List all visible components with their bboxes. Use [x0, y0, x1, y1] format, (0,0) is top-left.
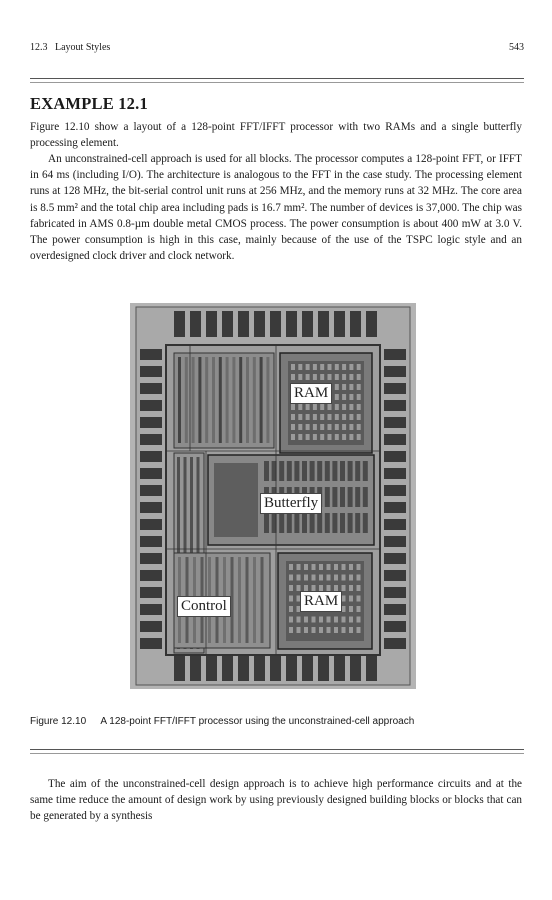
- bottom-rule-thin: [30, 753, 524, 754]
- example-heading: EXAMPLE 12.1: [30, 94, 148, 113]
- caption-text: A 128-point FFT/IFFT processor using the…: [100, 716, 415, 727]
- control-label: Control: [177, 596, 231, 617]
- chip-layout-figure: RAM Butterfly Control RAM: [130, 303, 416, 689]
- example-paragraph-1: Figure 12.10 show a layout of a 128-poin…: [30, 121, 522, 150]
- body-paragraph: The aim of the unconstrained-cell design…: [30, 778, 522, 823]
- example-paragraph-2: An unconstrained-cell approach is used f…: [30, 153, 522, 263]
- caption-number: Figure 12.10: [30, 716, 87, 727]
- running-head: 12.3 Layout Styles 543: [30, 42, 524, 53]
- section-title: 12.3 Layout Styles: [30, 42, 111, 53]
- ram-top-label: RAM: [290, 383, 333, 404]
- figure-caption: Figure 12.10 A 128-point FFT/IFFT proces…: [30, 716, 414, 727]
- page-number: 543: [509, 42, 524, 53]
- top-rule-thin: [30, 82, 524, 83]
- ram-bottom-label: RAM: [300, 591, 343, 612]
- bottom-rule: [30, 749, 524, 750]
- butterfly-label: Butterfly: [260, 493, 323, 514]
- top-rule: [30, 78, 524, 79]
